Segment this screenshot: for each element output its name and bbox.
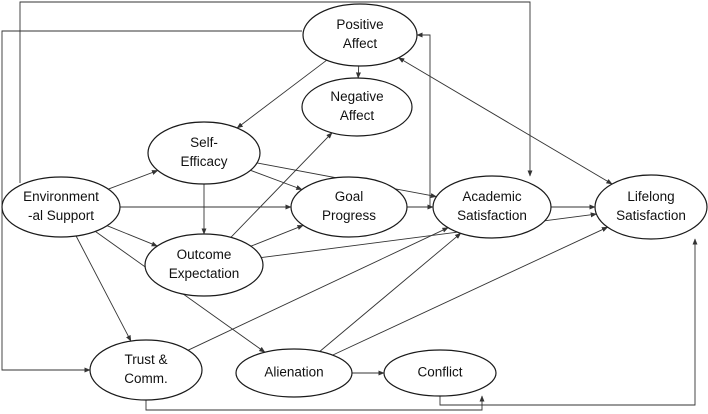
edge-positive-affect-to-trust-comm <box>1 30 302 373</box>
node-label: Self- <box>190 135 218 150</box>
edge-environmental-support-to-trust-comm <box>75 235 132 342</box>
node-ellipse <box>144 233 264 297</box>
node-conflict: Conflict <box>383 349 497 397</box>
node-ellipse <box>1 176 121 238</box>
node-label: Academic <box>462 189 522 204</box>
edge-positive-affect-to-self-efficacy <box>236 59 327 129</box>
node-label: Comm. <box>124 371 168 386</box>
node-ellipse <box>235 348 353 398</box>
node-trust-comm: Trust & Comm. <box>89 339 203 401</box>
edge-alienation-to-lifelong-satisfaction <box>332 226 609 356</box>
node-ellipse <box>290 176 408 238</box>
node-label: Alienation <box>264 365 323 380</box>
node-ellipse <box>301 77 413 137</box>
edge-positive-affect-to-lifelong-satisfaction <box>398 57 613 185</box>
node-label: Efficacy <box>180 154 227 169</box>
node-environmental-support: Environment -al Support <box>1 176 121 238</box>
edge-environmental-support-to-academic-satisfaction <box>19 1 533 183</box>
edge-academic-satisfaction-to-positive-affect <box>416 32 431 207</box>
node-ellipse <box>302 3 418 67</box>
edge-environmental-support-to-outcome-expectation <box>106 225 158 247</box>
node-label: Expectation <box>169 266 240 281</box>
node-ellipse <box>147 121 261 185</box>
node-label: Environment <box>23 189 99 204</box>
node-label: Outcome <box>177 247 232 262</box>
node-label: Goal <box>335 189 364 204</box>
node-alienation: Alienation <box>235 348 353 398</box>
node-label: Positive <box>336 17 383 32</box>
node-self-efficacy: Self- Efficacy <box>147 121 261 185</box>
edge-positive-affect-to-negative-affect <box>355 65 361 79</box>
node-label: Satisfaction <box>616 208 686 223</box>
node-label: Affect <box>343 36 378 51</box>
node-ellipse <box>432 175 552 239</box>
node-label: Affect <box>340 108 375 123</box>
edge-trust-comm-to-academic-satisfaction <box>187 227 449 351</box>
edge-alienation-to-academic-satisfaction <box>319 232 462 352</box>
edge-outcome-expectation-to-goal-progress <box>250 224 304 247</box>
edge-outcome-expectation-to-negative-affect <box>230 132 333 238</box>
node-label: Progress <box>322 208 376 223</box>
node-label: Satisfaction <box>457 208 527 223</box>
node-label: Trust & <box>124 352 167 367</box>
node-ellipse <box>89 339 203 401</box>
node-ellipse <box>594 174 708 240</box>
edge-trust-comm-to-conflict <box>145 395 485 411</box>
node-ellipse <box>383 349 497 397</box>
node-label: Conflict <box>417 365 462 380</box>
node-label: Negative <box>330 89 383 104</box>
edge-environmental-support-to-self-efficacy <box>108 170 159 190</box>
edge-conflict-to-lifelong-satisfaction <box>439 238 698 406</box>
edge-self-efficacy-to-goal-progress <box>250 169 303 190</box>
node-label: -al Support <box>28 208 94 223</box>
node-label: Lifelong <box>627 189 674 204</box>
